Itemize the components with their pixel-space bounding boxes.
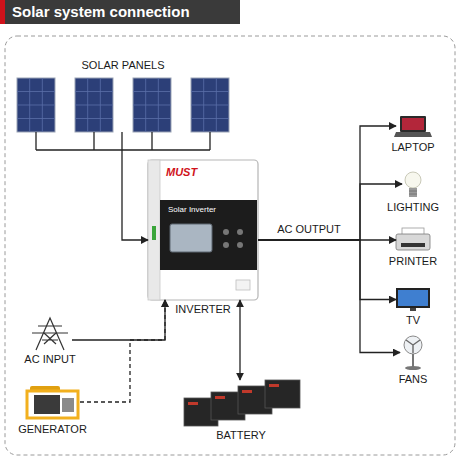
caption-group: TV <box>406 314 420 327</box>
lighting-node: LIGHTING <box>402 170 424 198</box>
title-tab <box>0 0 240 24</box>
caption-group: SOLAR PANELS <box>82 59 165 72</box>
title-mark <box>0 0 5 24</box>
generator-node: GENERATOR <box>25 386 80 420</box>
fan-node: FANS <box>400 335 426 370</box>
solar-panels <box>17 78 229 132</box>
caption-group: GENERATOR <box>18 423 87 436</box>
brand-logo: MUST <box>166 166 197 179</box>
connector <box>258 184 402 240</box>
inverter-node: INVERTER <box>148 160 258 300</box>
laptop-icon <box>394 116 432 137</box>
edge-label: AC OUTPUT <box>275 223 343 236</box>
connector <box>258 240 396 300</box>
node-caption: LIGHTING <box>387 201 439 214</box>
node-caption: PRINTER <box>389 255 437 268</box>
dashed-frame <box>5 36 455 455</box>
printer-icon <box>396 228 430 250</box>
connector <box>258 126 396 240</box>
inverter-device <box>148 160 258 300</box>
laptop-node: LAPTOP <box>396 114 430 138</box>
caption-group: PRINTER <box>389 255 437 268</box>
connector <box>239 300 240 380</box>
title-text: Solar system connection <box>12 3 190 21</box>
node-caption: SOLAR PANELS <box>82 59 165 72</box>
connector <box>72 300 165 340</box>
battery-icon <box>184 380 300 426</box>
node-caption: AC INPUT <box>24 353 75 366</box>
pylon-icon <box>32 318 68 350</box>
node-caption: FANS <box>399 373 428 386</box>
solar-panels-node: SOLAR PANELS <box>15 78 231 132</box>
caption-group: INVERTER <box>175 303 230 316</box>
caption-group: BATTERY <box>216 429 266 442</box>
tv-node: TV <box>396 288 430 311</box>
battery-node: BATTERY <box>182 380 300 426</box>
node-caption: INVERTER <box>175 303 230 316</box>
printer-node: PRINTER <box>396 228 430 252</box>
ac-input-node: AC INPUT <box>28 318 72 350</box>
tv-icon <box>396 288 430 311</box>
connector <box>122 132 148 240</box>
device-label: Solar Inverter <box>168 205 216 215</box>
node-caption: LAPTOP <box>391 141 434 154</box>
node-caption: GENERATOR <box>18 423 87 436</box>
generator-icon <box>27 386 78 418</box>
panel-wiring <box>36 132 210 150</box>
caption-group: AC INPUT <box>24 353 75 366</box>
caption-group: LAPTOP <box>391 141 434 154</box>
caption-group: FANS <box>399 373 428 386</box>
fan-icon <box>404 336 422 370</box>
bulb-icon <box>405 172 421 197</box>
connector <box>258 240 400 353</box>
node-caption: BATTERY <box>216 429 266 442</box>
caption-group: LIGHTING <box>387 201 439 214</box>
node-caption: TV <box>406 314 420 327</box>
dashed-connector <box>80 300 165 402</box>
